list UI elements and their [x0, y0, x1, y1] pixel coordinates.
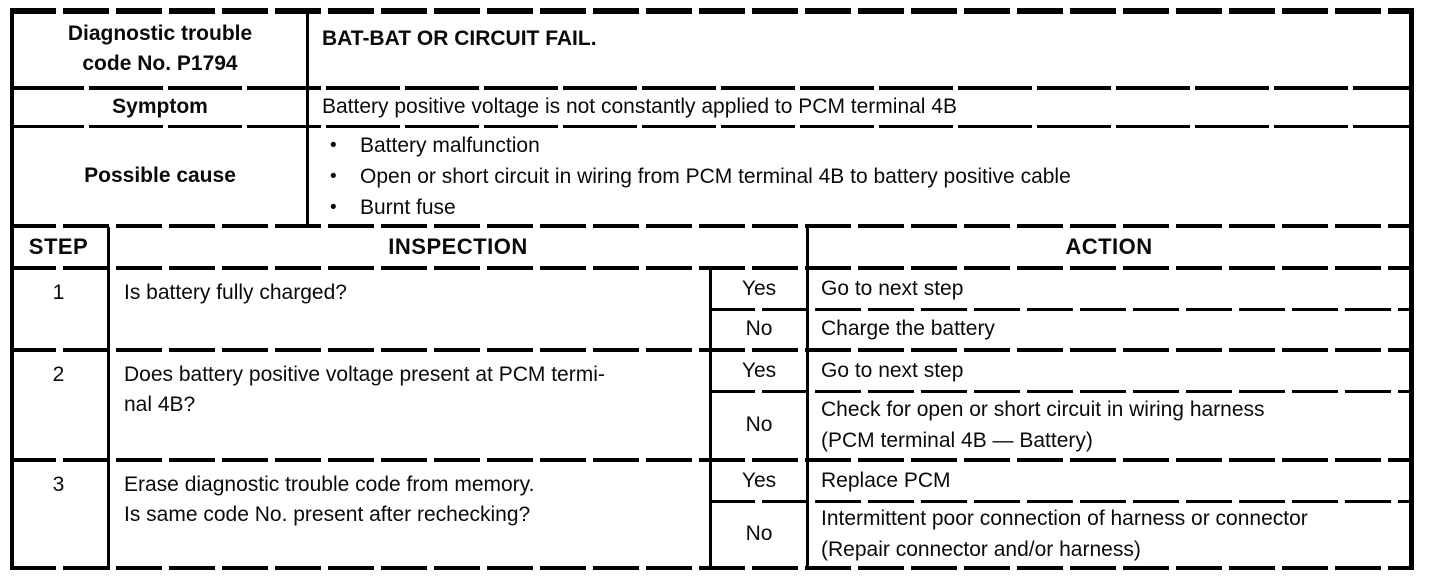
grid-line-row2-bottom	[10, 125, 1414, 128]
inspection-text: Is battery fully charged?	[124, 281, 347, 304]
grid-line-top-border	[10, 8, 1414, 14]
inspection-text: Erase diagnostic trouble code from memor…	[124, 473, 535, 527]
grid-line-step-divider	[107, 227, 110, 570]
action-text: Check for open or short circuit in wirin…	[821, 398, 1265, 452]
grid-line-step2-yesno	[709, 390, 1414, 393]
step-number: 3	[52, 473, 65, 496]
action-text: Charge the battery	[821, 317, 995, 341]
possible-cause-list: • Battery malfunction • Open or short ci…	[330, 128, 1402, 224]
bullet-icon: •	[330, 165, 337, 187]
answer-yes: Yes	[741, 276, 777, 300]
bullet-icon: •	[330, 134, 337, 156]
action-text: Go to next step	[821, 358, 964, 382]
grid-line-row3-bottom	[10, 224, 1414, 228]
grid-line-step1-bottom	[10, 348, 1414, 352]
symptom-label: Symptom	[112, 95, 208, 119]
cause-item: • Open or short circuit in wiring from P…	[330, 161, 1402, 192]
inspection-text: Does battery positive voltage present at…	[124, 363, 605, 417]
answer-no: No	[745, 413, 773, 437]
grid-line-row1-bottom	[10, 86, 1414, 90]
action-text: Go to next step	[821, 276, 964, 300]
cause-text: Battery malfunction	[360, 133, 540, 157]
grid-line-header-bottom	[10, 266, 1414, 270]
grid-line-step3-yesno	[709, 500, 1414, 503]
column-header-inspection: INSPECTION	[388, 233, 528, 259]
grid-line-action-left	[806, 227, 809, 570]
dtc-code-label: Diagnostic trouble code No. P1794	[67, 21, 253, 75]
step-number: 1	[52, 281, 65, 304]
grid-line-step2-bottom	[10, 458, 1414, 462]
column-header-action: ACTION	[1065, 233, 1153, 259]
cause-item: • Burnt fuse	[330, 192, 1402, 223]
action-text: Replace PCM	[821, 468, 951, 492]
cause-text: Burnt fuse	[360, 195, 456, 219]
dtc-title: BAT-BAT OR CIRCUIT FAIL.	[322, 27, 597, 50]
grid-line-right-border	[1409, 8, 1414, 570]
grid-line-step1-yesno	[709, 308, 1414, 311]
grid-line-label-divider	[306, 8, 309, 227]
possible-cause-label: Possible cause	[84, 163, 236, 187]
answer-yes: Yes	[741, 468, 777, 492]
column-header-step: STEP	[28, 233, 89, 259]
grid-line-bottom-border	[10, 566, 1414, 570]
action-text: Intermittent poor connection of harness …	[821, 507, 1308, 561]
cause-text: Open or short circuit in wiring from PCM…	[360, 164, 1071, 188]
answer-yes: Yes	[741, 358, 777, 382]
step-number: 2	[52, 363, 65, 386]
symptom-text: Battery positive voltage is not constant…	[322, 95, 957, 119]
answer-no: No	[745, 522, 773, 546]
grid-line-yesno-left	[709, 268, 712, 570]
cause-item: • Battery malfunction	[330, 130, 1402, 161]
answer-no: No	[745, 317, 773, 341]
grid-line-left-border	[10, 8, 14, 570]
bullet-icon: •	[330, 196, 337, 218]
